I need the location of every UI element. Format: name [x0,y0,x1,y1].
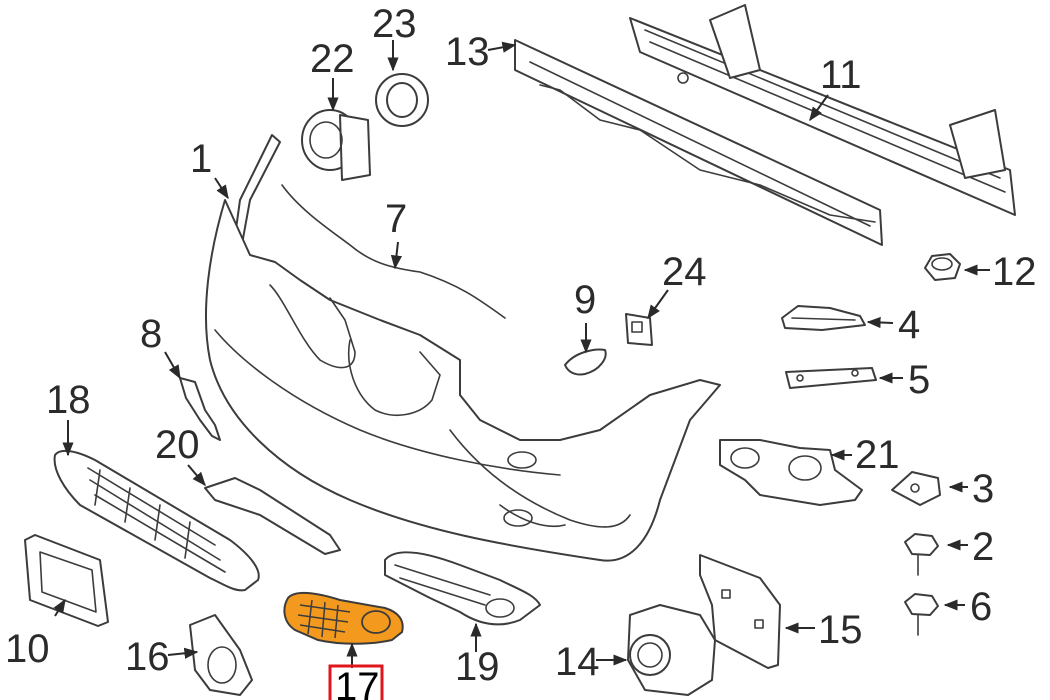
highlight-box-17 [328,664,384,700]
part-19-fog-trim [384,551,541,626]
part-7-seal-strip [281,184,506,319]
part-10-plate-holder [24,534,109,627]
callout-20: 20 [155,423,200,467]
part-16-trim-ring [189,614,253,696]
part-12-nut [924,253,961,281]
part-23-sensor-ring [375,73,429,127]
part-4-guide [781,305,866,331]
part-15-bracket-plate [699,554,781,669]
callout-6: 6 [970,585,992,629]
callout-2: 2 [972,525,994,569]
callout-16: 16 [125,635,170,679]
callout-1: 1 [190,137,212,181]
part-20-strip [204,477,341,555]
part-11-bumper-carrier [629,4,1016,216]
callout-5: 5 [908,358,930,402]
leader-lines [53,40,990,668]
part-6-screw [904,593,939,636]
callout-8: 8 [140,312,162,356]
callout-21: 21 [855,433,900,477]
part-9-nozzle-cover [564,348,607,376]
part-2-screw [904,533,939,576]
callout-7: 7 [385,197,407,241]
callout-17: 17 [335,665,380,700]
part-14-module [627,604,716,696]
bumper-cover [205,199,721,562]
part-22-pdc-sensor [301,109,371,181]
part-18-lower-grille [53,449,260,592]
part-13-impact-absorber [514,39,883,246]
callout-23: 23 [372,2,417,46]
part-21-bracket [719,439,863,506]
callout-9: 9 [574,278,596,322]
part-5-guide [785,367,877,389]
callout-24: 24 [662,250,707,294]
part-8-bracket [179,377,221,441]
part-24-tow-cover [625,313,653,346]
part-17-fog-grille-highlighted [283,592,404,645]
part-3-clip-nut [891,471,941,506]
callout-10: 10 [5,627,50,671]
callout-11: 11 [820,53,862,97]
callout-4: 4 [898,303,920,347]
callout-13: 13 [445,30,490,74]
callout-18: 18 [46,378,91,422]
callout-19: 19 [455,645,500,689]
callout-15: 15 [818,608,863,652]
callout-14: 14 [555,640,600,684]
callout-3: 3 [972,467,994,511]
callout-labels: 1 2 3 4 5 6 7 8 9 10 11 12 13 14 15 16 1… [5,2,1037,700]
callout-22: 22 [310,37,355,81]
callout-12: 12 [992,250,1037,294]
